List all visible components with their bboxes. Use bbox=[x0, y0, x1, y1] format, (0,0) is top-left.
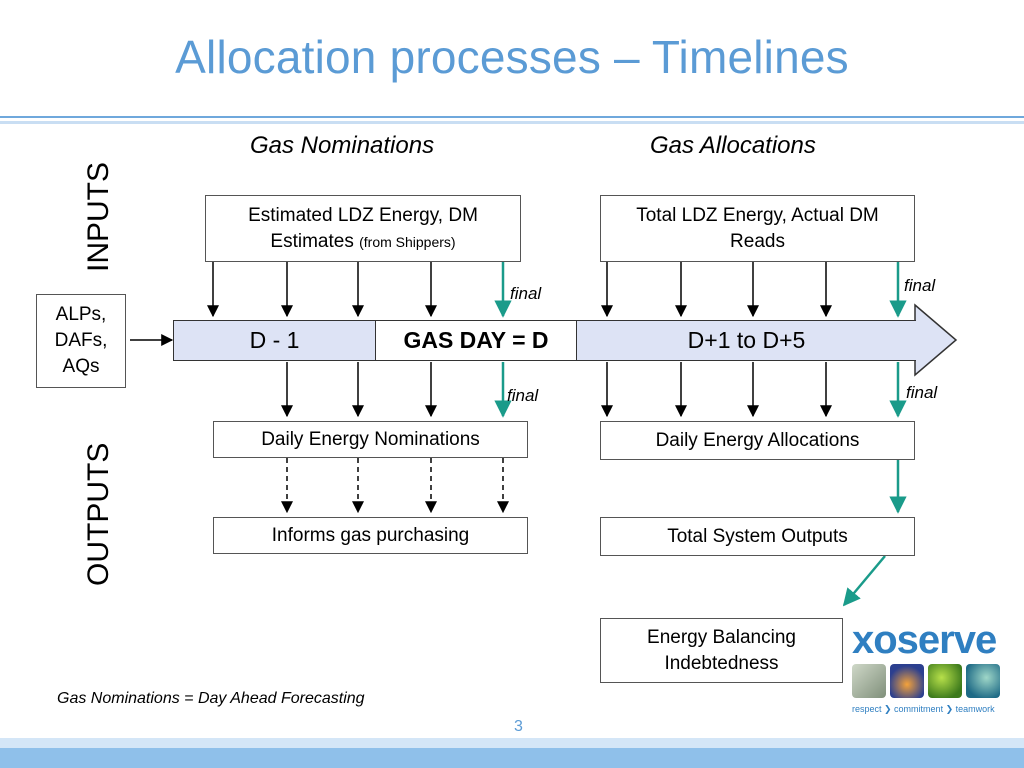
nominations-input-text: Estimated LDZ Energy, DM Estimates (from… bbox=[214, 203, 512, 255]
gas-allocations-header: Gas Allocations bbox=[650, 132, 816, 159]
xoserve-wordmark: xoserve bbox=[852, 618, 997, 662]
logo-tile-leaf bbox=[928, 664, 962, 698]
daily-allocations-text: Daily Energy Allocations bbox=[655, 429, 860, 451]
daily-nominations-box: Daily Energy Nominations bbox=[213, 421, 528, 458]
footer-band bbox=[0, 748, 1024, 768]
title-divider-light bbox=[0, 121, 1024, 124]
final-label: final bbox=[906, 383, 938, 402]
title-divider bbox=[0, 116, 1024, 118]
gas-nominations-header: Gas Nominations bbox=[250, 132, 435, 159]
energy-balancing-box: Energy Balancing Indebtedness bbox=[600, 618, 843, 683]
allocations-input-text: Total LDZ Energy, Actual DM Reads bbox=[636, 204, 879, 252]
timeline-gas-day: GAS DAY = D bbox=[375, 320, 577, 361]
alps-dafs-aqs-box: ALPs, DAFs, AQs bbox=[36, 294, 126, 388]
informs-purchasing-box: Informs gas purchasing bbox=[213, 517, 528, 554]
total-to-balancing-arrow bbox=[842, 555, 886, 607]
daily-nominations-text: Daily Energy Nominations bbox=[261, 428, 480, 450]
page-number: 3 bbox=[514, 718, 523, 735]
logo-tagline: respect ❯ commitment ❯ teamwork bbox=[852, 704, 995, 714]
nominations-input-box: Estimated LDZ Energy, DM Estimates (from… bbox=[205, 195, 521, 262]
final-label: final bbox=[904, 276, 936, 295]
xoserve-logo: xoserve respect ❯ commitment ❯ teamwork bbox=[852, 618, 1002, 718]
footnote: Gas Nominations = Day Ahead Forecasting bbox=[57, 690, 365, 707]
alps-dafs-aqs-text: ALPs, DAFs, AQs bbox=[54, 304, 108, 377]
nominations-input-main: Estimated LDZ Energy, DM Estimates bbox=[248, 204, 478, 252]
allocations-input-box: Total LDZ Energy, Actual DM Reads bbox=[600, 195, 915, 262]
total-system-outputs-text: Total System Outputs bbox=[667, 525, 848, 547]
informs-purchasing-text: Informs gas purchasing bbox=[271, 524, 470, 546]
logo-tile-keyboard bbox=[852, 664, 886, 698]
footer-band-light bbox=[0, 738, 1024, 748]
energy-balancing-text: Energy Balancing Indebtedness bbox=[647, 626, 796, 674]
daily-allocations-box: Daily Energy Allocations bbox=[600, 421, 915, 460]
final-label: final bbox=[510, 284, 542, 303]
total-system-outputs-box: Total System Outputs bbox=[600, 517, 915, 556]
timeline-d-minus-1: D - 1 bbox=[173, 320, 376, 361]
nominations-input-note: (from Shippers) bbox=[359, 233, 456, 250]
logo-image-strip bbox=[852, 664, 1002, 698]
timeline-arrowhead bbox=[914, 303, 958, 377]
page-title: Allocation processes – Timelines bbox=[175, 31, 849, 83]
logo-tile-globe bbox=[966, 664, 1000, 698]
timeline-d-plus: D+1 to D+5 bbox=[576, 320, 916, 361]
logo-tile-flame bbox=[890, 664, 924, 698]
final-label: final bbox=[507, 386, 539, 405]
